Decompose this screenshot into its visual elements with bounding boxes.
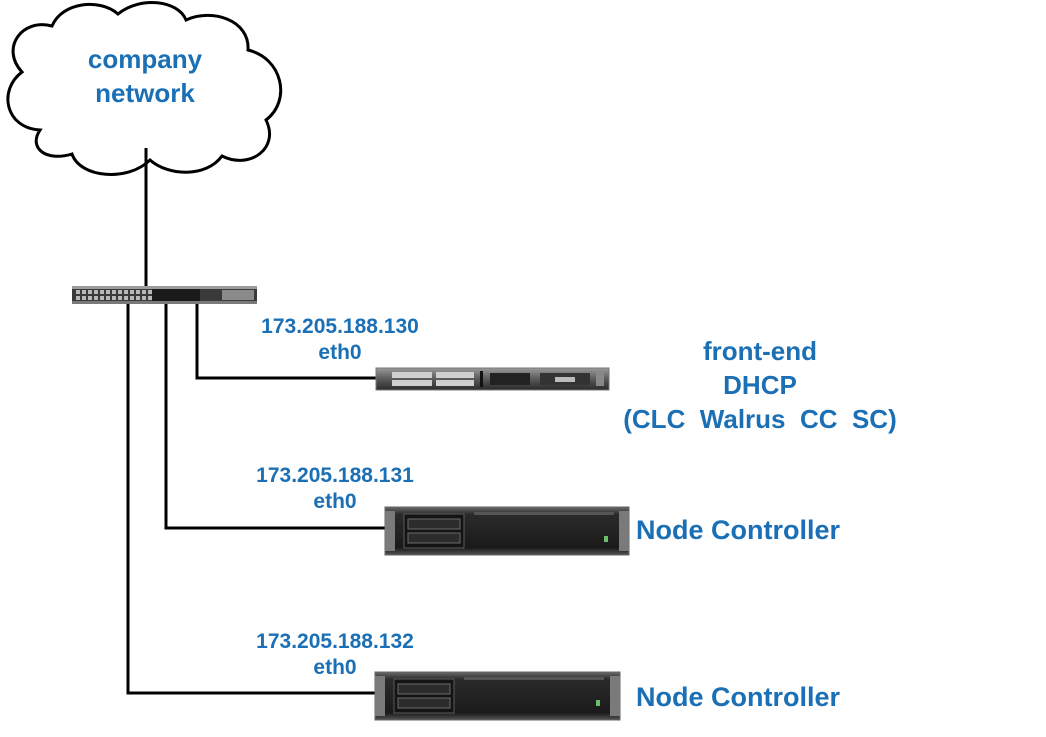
frontend-link	[195, 300, 382, 380]
frontend-role-line1: front-end	[702, 336, 818, 366]
switch-port	[94, 296, 98, 300]
node1-role: Node Controller	[636, 515, 841, 545]
node2-iface: eth0	[313, 656, 357, 679]
switch-port	[100, 290, 104, 294]
switch-port	[82, 290, 86, 294]
node2-role: Node Controller	[636, 682, 841, 712]
node2-link	[126, 300, 380, 695]
switch-port	[124, 290, 128, 294]
switch-port	[148, 290, 152, 294]
switch-port	[76, 296, 80, 300]
frontend-role-line2: DHCP	[723, 370, 797, 400]
frontend-iface: eth0	[318, 341, 362, 364]
switch-port	[130, 296, 134, 300]
cloud-label: company network	[70, 42, 220, 110]
node1-link	[164, 300, 390, 530]
cloud-label-line2: network	[95, 78, 195, 108]
switch-port	[142, 296, 146, 300]
switch-port	[136, 296, 140, 300]
node-server-2-icon	[374, 671, 621, 721]
frontend-role: front-end DHCP (CLC Walrus CC SC)	[600, 334, 920, 436]
node1-address: 173.205.188.131 eth0	[235, 463, 435, 515]
cloud-label-line1: company	[87, 44, 203, 74]
switch-port	[100, 296, 104, 300]
frontend-address: 173.205.188.130 eth0	[240, 314, 440, 366]
node-server-1-icon	[384, 506, 630, 556]
frontend-role-line3: (CLC Walrus CC SC)	[623, 404, 897, 434]
node2-ip: 173.205.188.132	[256, 630, 414, 653]
frontend-ip: 173.205.188.130	[261, 315, 419, 338]
network-switch-icon	[72, 286, 257, 304]
switch-port	[124, 296, 128, 300]
node1-ip: 173.205.188.131	[256, 464, 414, 487]
switch-port	[112, 296, 116, 300]
switch-port	[130, 290, 134, 294]
switch-port	[88, 290, 92, 294]
frontend-server-icon	[375, 367, 610, 391]
switch-port	[88, 296, 92, 300]
switch-port	[148, 296, 152, 300]
switch-port	[82, 296, 86, 300]
switch-port	[112, 290, 116, 294]
node1-iface: eth0	[313, 490, 357, 513]
connection-lines	[126, 148, 390, 695]
switch-port	[142, 290, 146, 294]
cloud-icon	[6, 1, 283, 176]
node2-address: 173.205.188.132 eth0	[235, 629, 435, 681]
switch-port	[94, 290, 98, 294]
switch-port	[118, 296, 122, 300]
switch-port	[136, 290, 140, 294]
switch-port	[106, 296, 110, 300]
switch-port	[76, 290, 80, 294]
switch-port	[118, 290, 122, 294]
switch-port	[106, 290, 110, 294]
